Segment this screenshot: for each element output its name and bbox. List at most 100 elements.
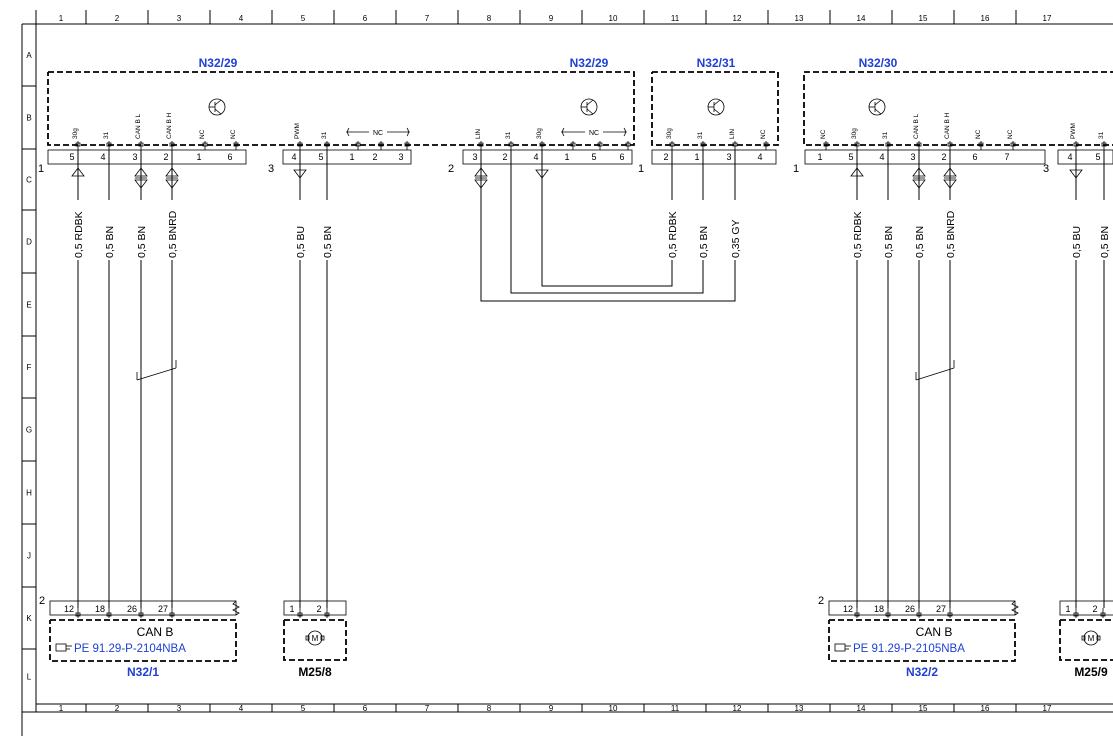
bidirectional-arrow-icon: [912, 167, 926, 189]
grid-column-label: 14: [857, 704, 866, 713]
transistor-icon: [208, 98, 226, 116]
pin-number: 1: [1065, 604, 1070, 614]
pin-signal-label: 31: [321, 131, 328, 139]
pin-number: 26: [127, 604, 137, 614]
pin-number: 1: [694, 152, 699, 162]
wire-label: 0,5 BN: [1099, 226, 1111, 258]
grid-row-label: B: [26, 114, 31, 123]
pin-signal-label: NC: [820, 129, 827, 139]
pin-terminal: [597, 141, 603, 150]
pin-number: 5: [318, 152, 323, 162]
pin-terminal: [404, 141, 410, 150]
pin-number: 2: [163, 152, 168, 162]
transistor-icon: [868, 98, 886, 116]
connector-number: 2: [818, 595, 824, 607]
pin-number: 2: [316, 604, 321, 614]
pin-terminal: [355, 141, 361, 150]
grid-column-label: 2: [115, 14, 120, 23]
grid-column-label: 17: [1043, 704, 1052, 713]
diagram-frame: [21, 23, 1113, 736]
pin-terminal: [700, 141, 706, 150]
pin-terminal: [1073, 141, 1079, 150]
pin-terminal: [202, 141, 208, 150]
grid-column-label: 7: [425, 14, 430, 23]
pin-signal-label: CAN B H: [944, 112, 951, 139]
pin-number: 1: [564, 152, 569, 162]
pin-number: 1: [196, 152, 201, 162]
grid-column-label: 2: [115, 704, 120, 713]
pin-number: 3: [132, 152, 137, 162]
pin-terminal: [947, 141, 953, 150]
pin-number: 27: [936, 604, 946, 614]
pin-terminal: [823, 141, 829, 150]
pin-terminal: [478, 141, 484, 150]
pin-signal-label: PWM: [1070, 123, 1077, 139]
pin-signal-label: 30g: [536, 128, 543, 139]
grid-column-label: 8: [487, 704, 492, 713]
grid-row-label: A: [26, 51, 32, 60]
pin-number: 2: [663, 152, 668, 162]
grid-column-label: 12: [733, 704, 742, 713]
grid-column-label: 1: [59, 14, 64, 23]
connector-number: 3: [1043, 163, 1049, 175]
pin-number: 2: [372, 152, 377, 162]
grid-column-label: 3: [177, 704, 182, 713]
transistor-icon: [580, 98, 598, 116]
grid-column-label: 6: [363, 14, 368, 23]
grid-column-label: 16: [981, 14, 990, 23]
component-label: N32/1: [127, 665, 159, 679]
grid-column-label: 11: [671, 14, 680, 23]
connector-number: 1: [793, 163, 799, 175]
pin-signal-label: LIN: [475, 129, 482, 139]
signal-out-arrow-icon: [1069, 169, 1083, 179]
grid-row-label: H: [26, 489, 32, 498]
pin-number: 7: [1004, 152, 1009, 162]
pin-number: 6: [972, 152, 977, 162]
reference-link[interactable]: PE 91.29-P-2104NBA: [74, 643, 186, 655]
reference-link[interactable]: PE 91.29-P-2105NBA: [853, 643, 965, 655]
pin-signal-label: CAN B L: [913, 113, 920, 139]
pin-number: 4: [100, 152, 105, 162]
pin-signal-label: 31: [1098, 131, 1105, 139]
wire-label: 0,5 BU: [1071, 226, 1083, 258]
signal-out-arrow-icon: [293, 169, 307, 179]
pin-terminal: [539, 141, 545, 150]
pin-terminal: [978, 141, 984, 150]
grid-column-label: 14: [857, 14, 866, 23]
grid-column-label: 5: [301, 704, 306, 713]
pin-number: 6: [227, 152, 232, 162]
bidirectional-arrow-icon: [474, 167, 488, 189]
pin-number: 3: [726, 152, 731, 162]
wire-label: 0,5 BN: [698, 226, 710, 258]
pin-signal-label: NC: [975, 129, 982, 139]
pin-terminal: [1101, 141, 1107, 150]
pin-number: 27: [158, 604, 168, 614]
module-label-n32-31: N32/31: [697, 56, 736, 70]
grid-column-label: 7: [425, 704, 430, 713]
pointing-hand-icon: [834, 643, 851, 652]
connector-number: 3: [268, 163, 274, 175]
pin-number: 5: [69, 152, 74, 162]
pin-signal-label: NC: [760, 129, 767, 139]
pin-terminal: [732, 141, 738, 150]
pin-terminal: [625, 141, 631, 150]
pin-terminal: [1010, 141, 1016, 150]
pin-signal-label: 31: [505, 131, 512, 139]
nc-group-label: NC: [589, 130, 599, 137]
grid-column-label: 15: [919, 14, 928, 23]
pin-number: 4: [291, 152, 296, 162]
pin-number: 4: [1067, 152, 1072, 162]
component-label: N32/2: [906, 665, 938, 679]
pointing-hand-icon: [55, 643, 72, 652]
wire-label: 0,5 BN: [914, 226, 926, 258]
pin-number: 18: [874, 604, 884, 614]
pin-terminal: [570, 141, 576, 150]
grid-column-label: 13: [795, 704, 804, 713]
